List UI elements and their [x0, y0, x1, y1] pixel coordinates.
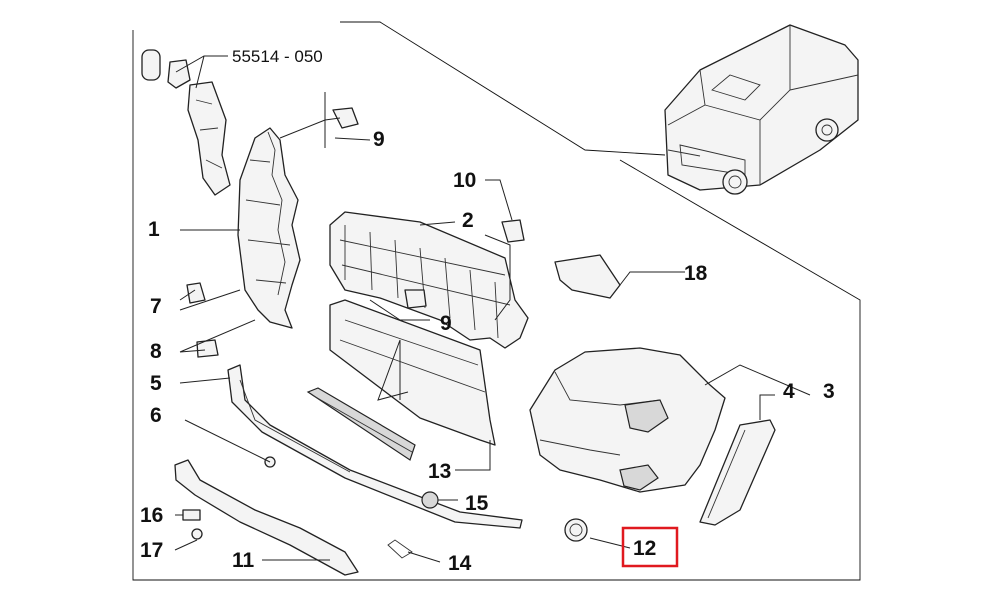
diagram-frame	[132, 21, 861, 581]
clip-9-upper	[332, 107, 359, 129]
plug-12	[564, 518, 588, 542]
label-5: 5	[150, 372, 162, 395]
plug-15	[421, 491, 439, 509]
label-18: 18	[684, 262, 708, 285]
leader-lines	[174, 55, 811, 563]
part-4-trim-strip	[699, 419, 776, 526]
clip-14	[387, 539, 413, 559]
part-3-bumper-corner	[529, 347, 726, 493]
label-8: 8	[150, 340, 162, 363]
part-1-side-bracket	[237, 127, 301, 329]
part-11-bottom-bar	[174, 459, 359, 576]
label-9-middle: 9	[440, 312, 452, 335]
highlight-box-12	[621, 526, 679, 568]
clip-10	[501, 219, 525, 243]
callout-labels: 55514 - 050 9 1 2 10 18 9 7 8 5 6 4 3 13…	[140, 47, 835, 575]
label-17: 17	[140, 539, 163, 562]
label-11: 11	[232, 549, 255, 572]
screw-17	[191, 528, 203, 540]
label-4: 4	[783, 380, 795, 403]
part-5-lower-strip	[227, 364, 523, 529]
label-2: 2	[462, 209, 474, 232]
clip-16	[182, 509, 201, 521]
label-9-upper: 9	[373, 128, 385, 151]
label-12: 12	[633, 537, 656, 560]
van-illustration	[664, 24, 859, 195]
label-1: 1	[148, 218, 160, 241]
clip-7	[186, 282, 206, 304]
part-number-label: 55514 - 050	[232, 47, 323, 66]
label-3: 3	[823, 380, 835, 403]
label-7: 7	[150, 295, 162, 318]
clip-9-middle	[404, 289, 427, 309]
label-14: 14	[448, 552, 472, 575]
label-16: 16	[140, 504, 163, 527]
label-6: 6	[150, 404, 162, 427]
clip-8	[196, 339, 219, 358]
part-2-grille-frame	[329, 211, 529, 349]
bracket-55514-050	[141, 49, 231, 196]
label-10: 10	[453, 169, 476, 192]
label-13: 13	[428, 460, 451, 483]
part-13-lower-panel	[306, 299, 496, 461]
foam-block-18	[554, 254, 621, 299]
label-15: 15	[465, 492, 489, 515]
